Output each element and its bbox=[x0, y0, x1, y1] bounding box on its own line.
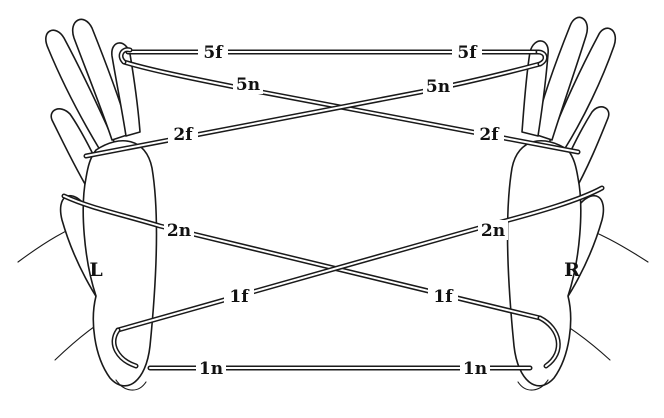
label-1n-right: 1n bbox=[463, 359, 487, 379]
label-1f-left: 1f bbox=[229, 287, 250, 307]
left-hand-label: L bbox=[89, 259, 102, 281]
string-labels: 5f 5f 5n 5n 2f 2f 2n 2n 1f 1f 1n 1n bbox=[164, 42, 508, 379]
label-5f-right: 5f bbox=[457, 43, 478, 63]
label-2f-right: 2f bbox=[479, 125, 500, 145]
label-1n-left: 1n bbox=[199, 359, 223, 379]
label-5n-right: 5n bbox=[426, 77, 450, 97]
label-1f-right: 1f bbox=[433, 287, 454, 307]
label-2n-left: 2n bbox=[167, 221, 191, 241]
right-hand bbox=[508, 17, 648, 390]
label-5n-left: 5n bbox=[236, 75, 260, 95]
label-2f-left: 2f bbox=[173, 125, 194, 145]
label-5f-left: 5f bbox=[203, 43, 224, 63]
right-hand-label: R bbox=[564, 259, 580, 281]
label-2n-right: 2n bbox=[481, 221, 505, 241]
